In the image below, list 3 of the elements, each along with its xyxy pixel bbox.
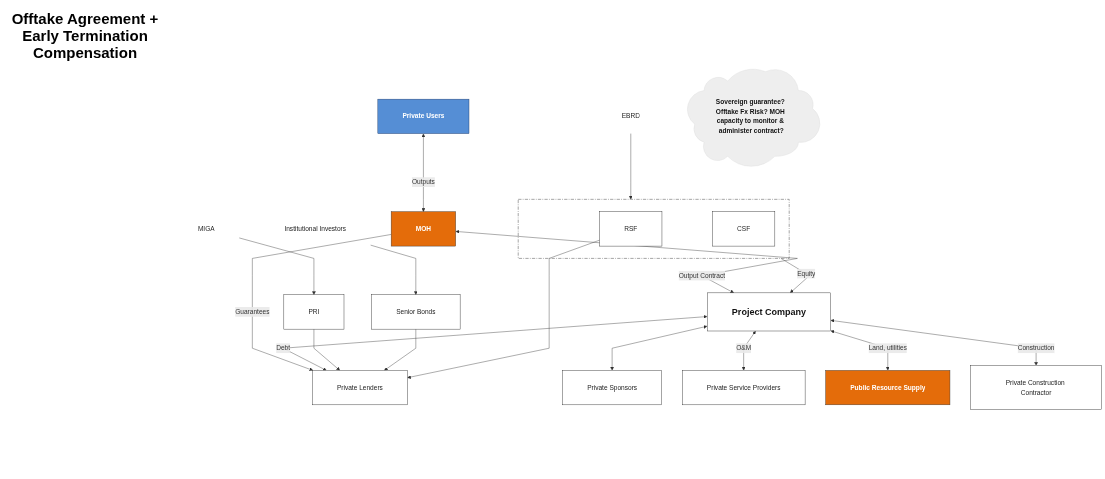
cluster xyxy=(518,199,790,259)
node-box: Project Company xyxy=(707,292,831,332)
note-text: Offtake Agreement + Early Termination Compensation xyxy=(10,10,160,61)
